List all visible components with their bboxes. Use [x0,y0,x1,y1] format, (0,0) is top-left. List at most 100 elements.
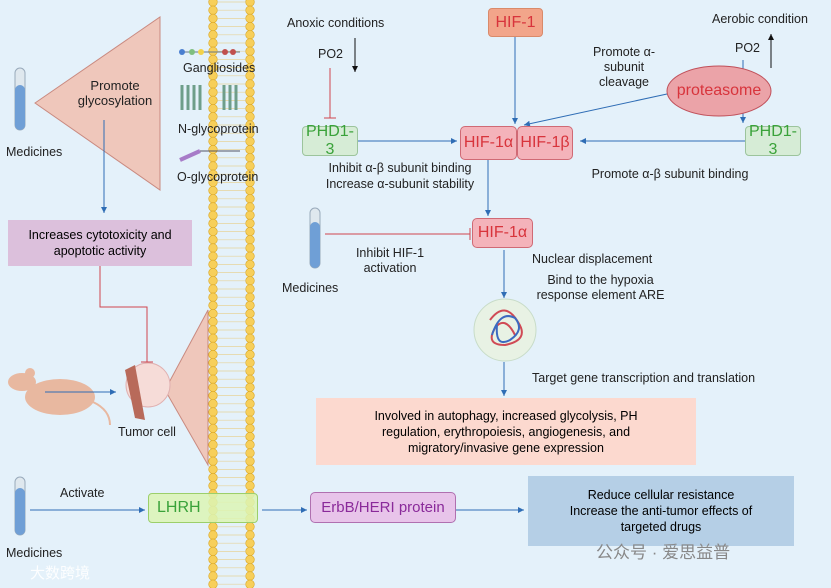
lipid-head [245,309,255,319]
lipid-head [208,407,218,417]
increase-stability-label: Increase α-subunit stability [325,177,475,191]
lipid-head [245,448,255,458]
lipid-head [208,87,218,97]
lipid-head [208,333,218,343]
lipid-head [208,317,218,327]
medicines-label: Medicines [6,145,63,159]
lipid-head [245,333,255,343]
ganglioside-icon [179,49,240,55]
lipid-head [245,423,255,434]
lipid-head [208,145,218,155]
cytotoxicity-box: Increases cytotoxicity and apoptotic act… [8,220,192,266]
lipid-head [245,202,255,212]
o-glycoprotein-icon [179,149,240,162]
activate-label: Activate [60,486,105,500]
lipid-head [208,194,218,204]
inhibit-binding-label: Inhibit α-β subunit binding [328,161,472,175]
lipid-head [245,259,255,270]
lipid-head [245,366,255,376]
lipid-head [245,481,255,491]
lipid-head [245,161,255,171]
lipid-head [208,251,218,261]
lipid-head [208,456,218,466]
lipid-head [245,243,255,253]
lipid-head [245,87,255,97]
lipid-head [245,21,255,32]
arrow [523,93,668,127]
lipid-head [245,194,255,204]
lipid-head [245,79,255,89]
lipid-head [208,284,218,294]
lipid-head [208,79,218,89]
lipid-head [245,571,255,581]
target-gene-label: Target gene transcription and translatio… [532,371,756,385]
lipid-head [208,309,218,319]
lipid-head [208,112,218,122]
lipid-head [245,227,255,237]
phd-box-left: PHD1-3 [302,123,358,158]
lipid-head [208,399,218,409]
lipid-head [245,399,255,409]
lipid-head [245,30,255,40]
lipid-head [245,325,255,335]
lipid-head [245,432,255,442]
lipid-head [208,546,218,557]
lipid-head [245,440,255,450]
hif1b-box: HIF-1β [517,126,573,160]
lipid-head [245,538,255,548]
lipid-head [245,530,255,540]
aerobic-label: Aerobic condition [712,12,808,26]
lipid-head [208,481,218,491]
lipid-head [245,153,255,163]
lipid-head [208,5,218,15]
lipid-head [245,292,255,302]
lipid-head [245,358,255,368]
nuclear-displacement-label: Nuclear displacement [532,252,653,266]
n-glycoprotein-icon [180,85,238,110]
hif1a-box: HIF-1α [460,126,517,160]
promote-binding-label: Promote α-β subunit binding [591,167,749,181]
inhibit-line [99,265,148,362]
lipid-head [208,218,218,228]
lipid-head [208,366,218,376]
tumor-callout [164,309,209,467]
lipid-head [245,284,255,294]
lhrh-box: LHRH [148,493,258,523]
lipid-head [208,464,218,475]
tumor-cell-icon [125,362,171,420]
lipid-head [245,13,255,23]
lipid-head [245,268,255,278]
lipid-head [245,473,255,483]
erbb-box: ErbB/HERI protein [310,492,456,523]
phd-box-right: PHD1-3 [745,123,801,158]
lipid-head [208,161,218,171]
promote-glycosylation-label: Promote glycosylation [77,78,153,108]
lipid-head [245,391,255,401]
lipid-head [245,5,255,15]
promote-cleavage-label: Promote α-subunit cleavage [592,45,656,89]
hif1-box: HIF-1 [488,8,543,37]
lipid-head [245,546,255,557]
lipid-head [208,440,218,450]
anoxic-label: Anoxic conditions [287,16,385,30]
lipid-head [245,103,255,114]
glycosylation-callout [34,16,161,191]
lipid-head [245,300,255,311]
lipid-head [208,350,218,360]
lipid-head [245,145,255,155]
lipid-head [208,292,218,302]
lipid-head [208,341,218,352]
gangliosides-label: Gangliosides [183,61,256,75]
lipid-head [208,423,218,434]
mouse-icon [8,368,111,426]
lipid-head [208,276,218,286]
o-glycoprotein-label: O-glycoprotein [177,170,259,184]
lipid-head [245,0,255,7]
result-box: Reduce cellular resistance Increase the … [528,476,794,546]
lipid-head [245,374,255,384]
lipid-head [208,563,218,573]
lipid-head [245,415,255,425]
lipid-head [208,382,218,393]
